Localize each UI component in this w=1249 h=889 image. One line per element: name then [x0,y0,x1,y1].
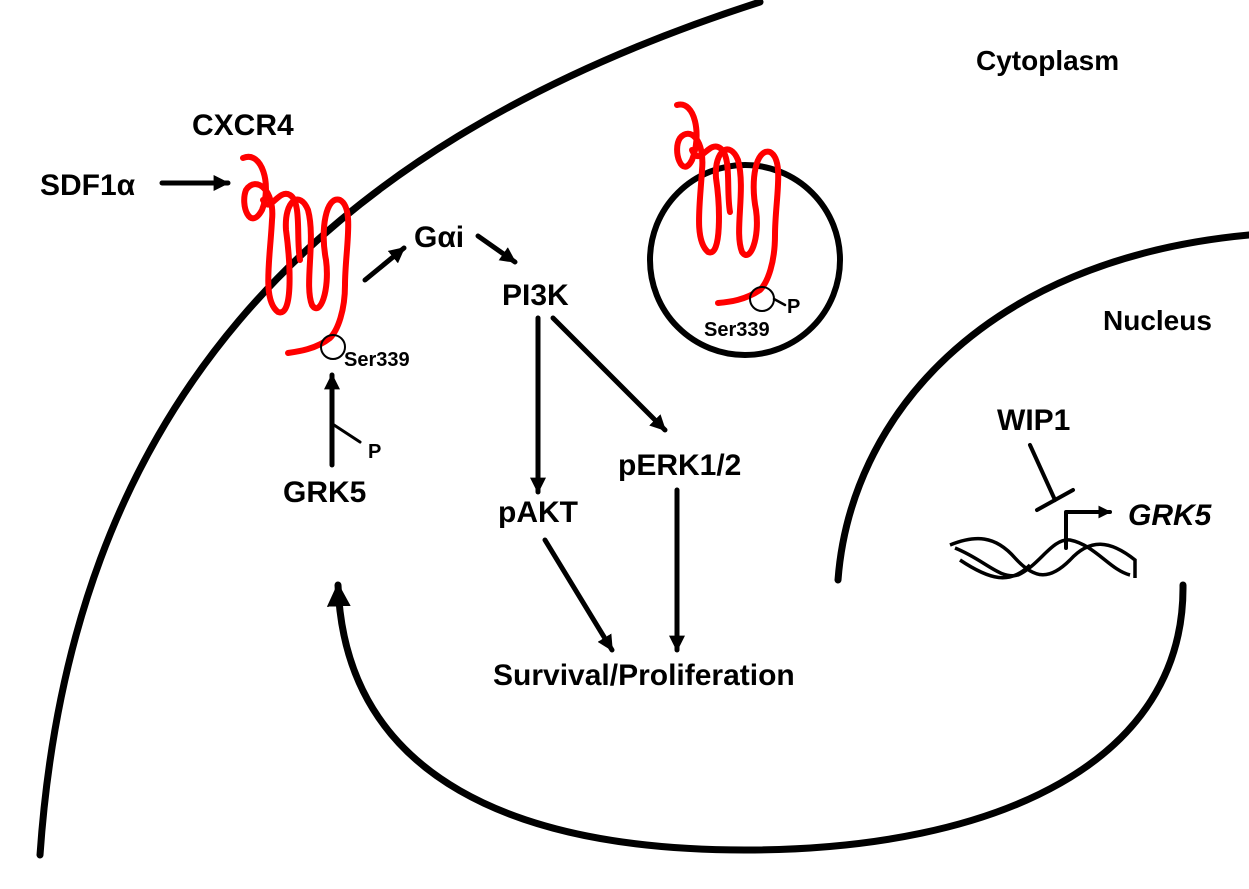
endosome-phospho-label: P [787,296,800,318]
wip1-label: WIP1 [997,404,1070,437]
internalized-cxcr4 [674,101,782,306]
pakt-label: pAKT [498,496,578,529]
gai-to-pi3k-arrow [475,233,518,265]
cell-membrane [36,0,764,859]
gai-label: Gαi [414,221,464,254]
nuclear-membrane [834,231,1249,584]
receptor-label: CXCR4 [192,109,294,142]
cxcr4-receptor [240,153,352,356]
transcription-arrow [1064,505,1112,550]
receptor-to-gai-arrow [362,245,407,283]
pakt-to-survival-arrow [542,537,615,653]
nucleus-label: Nucleus [1103,305,1212,336]
outcome-label: Survival/Proliferation [493,659,795,692]
grk5-label: GRK5 [283,476,366,509]
inhibition-bar [1035,488,1075,512]
wip1-inhibition [1028,443,1057,502]
perk-label: pERK1/2 [618,449,741,482]
gene-to-protein-arrow [326,581,1187,854]
grk5-phospho-tick [332,423,362,444]
cytoplasm-label: Cytoplasm [976,45,1119,76]
grk5-gene-label: GRK5 [1128,499,1213,532]
grk5-phospho-label: P [368,441,381,463]
ser339-label: Ser339 [344,349,410,371]
ser339-site-marker [320,334,346,360]
pi3k-label: PI3K [502,279,569,312]
ligand-label: SDF1α [40,169,136,202]
endosome-vesicle [647,162,843,358]
endosome-ser339-label: Ser339 [704,319,770,341]
endosome-phospho-tick [772,297,787,307]
pi3k-to-perk-arrow [550,315,668,433]
dna-helix [949,536,1137,580]
